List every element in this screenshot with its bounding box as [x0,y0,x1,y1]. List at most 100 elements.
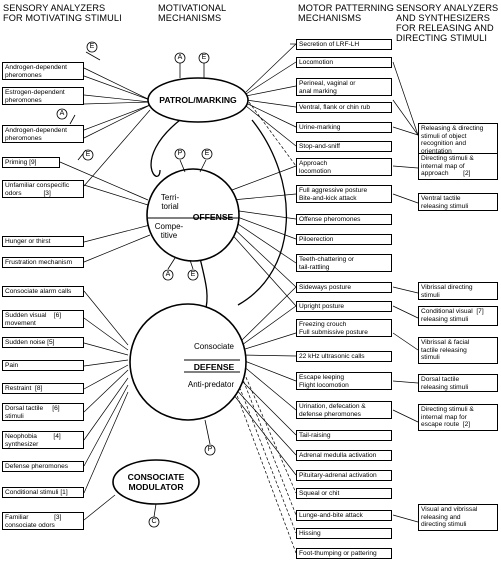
marker-a-offense-bottom: A [165,271,171,278]
releasing-box-r5: Conditional visual [7]releasing stimuli [418,306,498,326]
stimulus-box-line: consociate odors [5,521,55,529]
stimulus-box-l16: Conditional stimuli [1] [2,487,84,498]
motor-box-line: Escape leeping [299,374,345,381]
motor-box-line: Upright posture [299,303,345,310]
marker-a-left: A [59,110,65,117]
offense-node: OFFENSE [192,212,234,222]
patrol-marking-node: PATROL/MARKING [159,95,237,105]
stimulus-box-line: Frustration mechanism [5,259,73,266]
motor-box-m19: Adrenal medulla activation [296,450,392,461]
stimulus-box-line: Priming [9] [5,159,37,166]
header-line: AND SYNTHESIZERS [396,13,490,23]
motor-box-m12: Sideways posture [296,282,392,293]
stimulus-box-line: Estrogen-dependent [5,89,65,96]
motor-box-line: Stop-and-sniff [299,143,340,150]
stimulus-box-l13: Dorsal tactile [6]stimuli [2,403,84,421]
releasing-box-line: tactile releasing [421,346,467,354]
header-line: FOR MOTIVATING STIMULI [3,13,122,23]
releasing-box-line: stimuli [421,291,440,299]
releasing-box-line: Visual and vibrissal [421,506,478,513]
stimulus-box-l6: Hunger or thirst [2,236,84,247]
motor-box-m2: Locomotion [296,57,392,68]
motor-box-line: Freezing crouch [299,321,347,328]
stimulus-box-l4: Priming [9] [2,157,60,168]
motor-box-line: Offense pheromones [299,216,361,223]
motor-box-line: Hissing [299,530,321,537]
header-sensory-analyzers: SENSORY ANALYZERS FOR MOTIVATING STIMULI [3,3,122,23]
motor-box-m6: Stop-and-sniff [296,141,392,152]
consociate-label: Consociate [193,342,235,351]
patrol-node-shape [147,77,249,123]
motor-box-line: Flight locomotion [299,381,349,389]
motor-box-m17: Urination, defecation &defense pheromone… [296,401,392,419]
motor-box-m10: Piloerection [296,234,392,245]
modulator-line: MODULATOR [128,482,184,492]
releasing-box-line: Ventral tactile [421,195,461,202]
stimulus-box-line: Hunger or thirst [5,238,51,245]
stimulus-box-line: Sudden noise [5] [5,339,55,346]
motor-box-line: tail-rattling [299,263,330,271]
releasing-box-line: Vibrissal & facial [421,339,470,346]
header-line: SENSORY ANALYZERS [396,3,499,13]
marker-e-left: E [89,43,95,50]
releasing-box-line: Dorsal tactile [421,376,460,383]
stimulus-box-line: Androgen-dependent [5,127,67,134]
motor-box-m13: Upright posture [296,301,392,312]
motor-box-m1: Secretion of LRF-LH [296,39,392,50]
releasing-box-line: directing stimuli [421,521,467,529]
releasing-box-line: Releasing & directing [421,125,484,132]
marker-p-offense: P [177,150,183,157]
releasing-box-line: stimuli [421,354,440,362]
motor-box-m5: Urine-marking [296,122,392,133]
releasing-box-line: releasing stimuli [421,383,469,391]
stimulus-box-line: movement [5,319,36,327]
header-line: MOTIVATIONAL [158,3,227,13]
releasing-box-line: Directing stimuli & [421,155,474,162]
header-line: SENSORY ANALYZERS [3,3,106,13]
motor-box-line: Tail-raising [299,432,331,439]
motor-box-line: Foot-thumping or pattering [299,550,377,557]
header-motivational-mechanisms: MOTIVATIONAL MECHANISMS [158,3,226,23]
motor-box-line: Squeal or chit [299,490,340,497]
motor-box-line: Ventral, flank or chin rub [299,104,371,111]
stimulus-box-line: Restraint [8] [5,385,43,392]
marker-e-offense-bottom: E [190,271,196,278]
stimulus-box-l11: Pain [2,360,84,371]
competitive-line: Compe- [154,222,184,231]
stimulus-box-line: Sudden visual [6] [5,312,62,319]
releasing-box-line: internal map of [421,162,465,170]
releasing-box-line: Vibrissal directing [421,284,473,291]
stimulus-box-l9: Sudden visual [6]movement [2,310,84,328]
competitive-line: titive [160,231,178,240]
motor-box-m15: 22 kHz ultrasonic calls [296,351,392,362]
motor-box-line: Sideways posture [299,284,352,291]
stimulus-box-line: stimuli [5,412,24,420]
motor-box-line: Urination, defecation & [299,403,366,410]
motor-box-line: Pituitary-adrenal activation [299,472,377,479]
motor-box-line: Teeth-chattering or [299,256,354,263]
motor-box-line: Secretion of LRF-LH [299,41,360,48]
motor-box-line: locomotion [299,167,331,175]
motor-box-line: defense pheromones [299,410,361,418]
stimulus-box-l10: Sudden noise [5] [2,337,84,348]
stimulus-box-line: odors [3] [5,189,51,197]
stimulus-box-line: Defense pheromones [5,463,69,470]
motor-box-line: Piloerection [299,236,334,243]
territorial-label: Terri- torial [155,193,185,211]
marker-a-patrol: A [177,54,183,61]
stimulus-box-line: pheromones [5,134,42,142]
marker-e-patrol: E [201,54,207,61]
motor-box-line: Bite-and-kick attack [299,194,357,202]
